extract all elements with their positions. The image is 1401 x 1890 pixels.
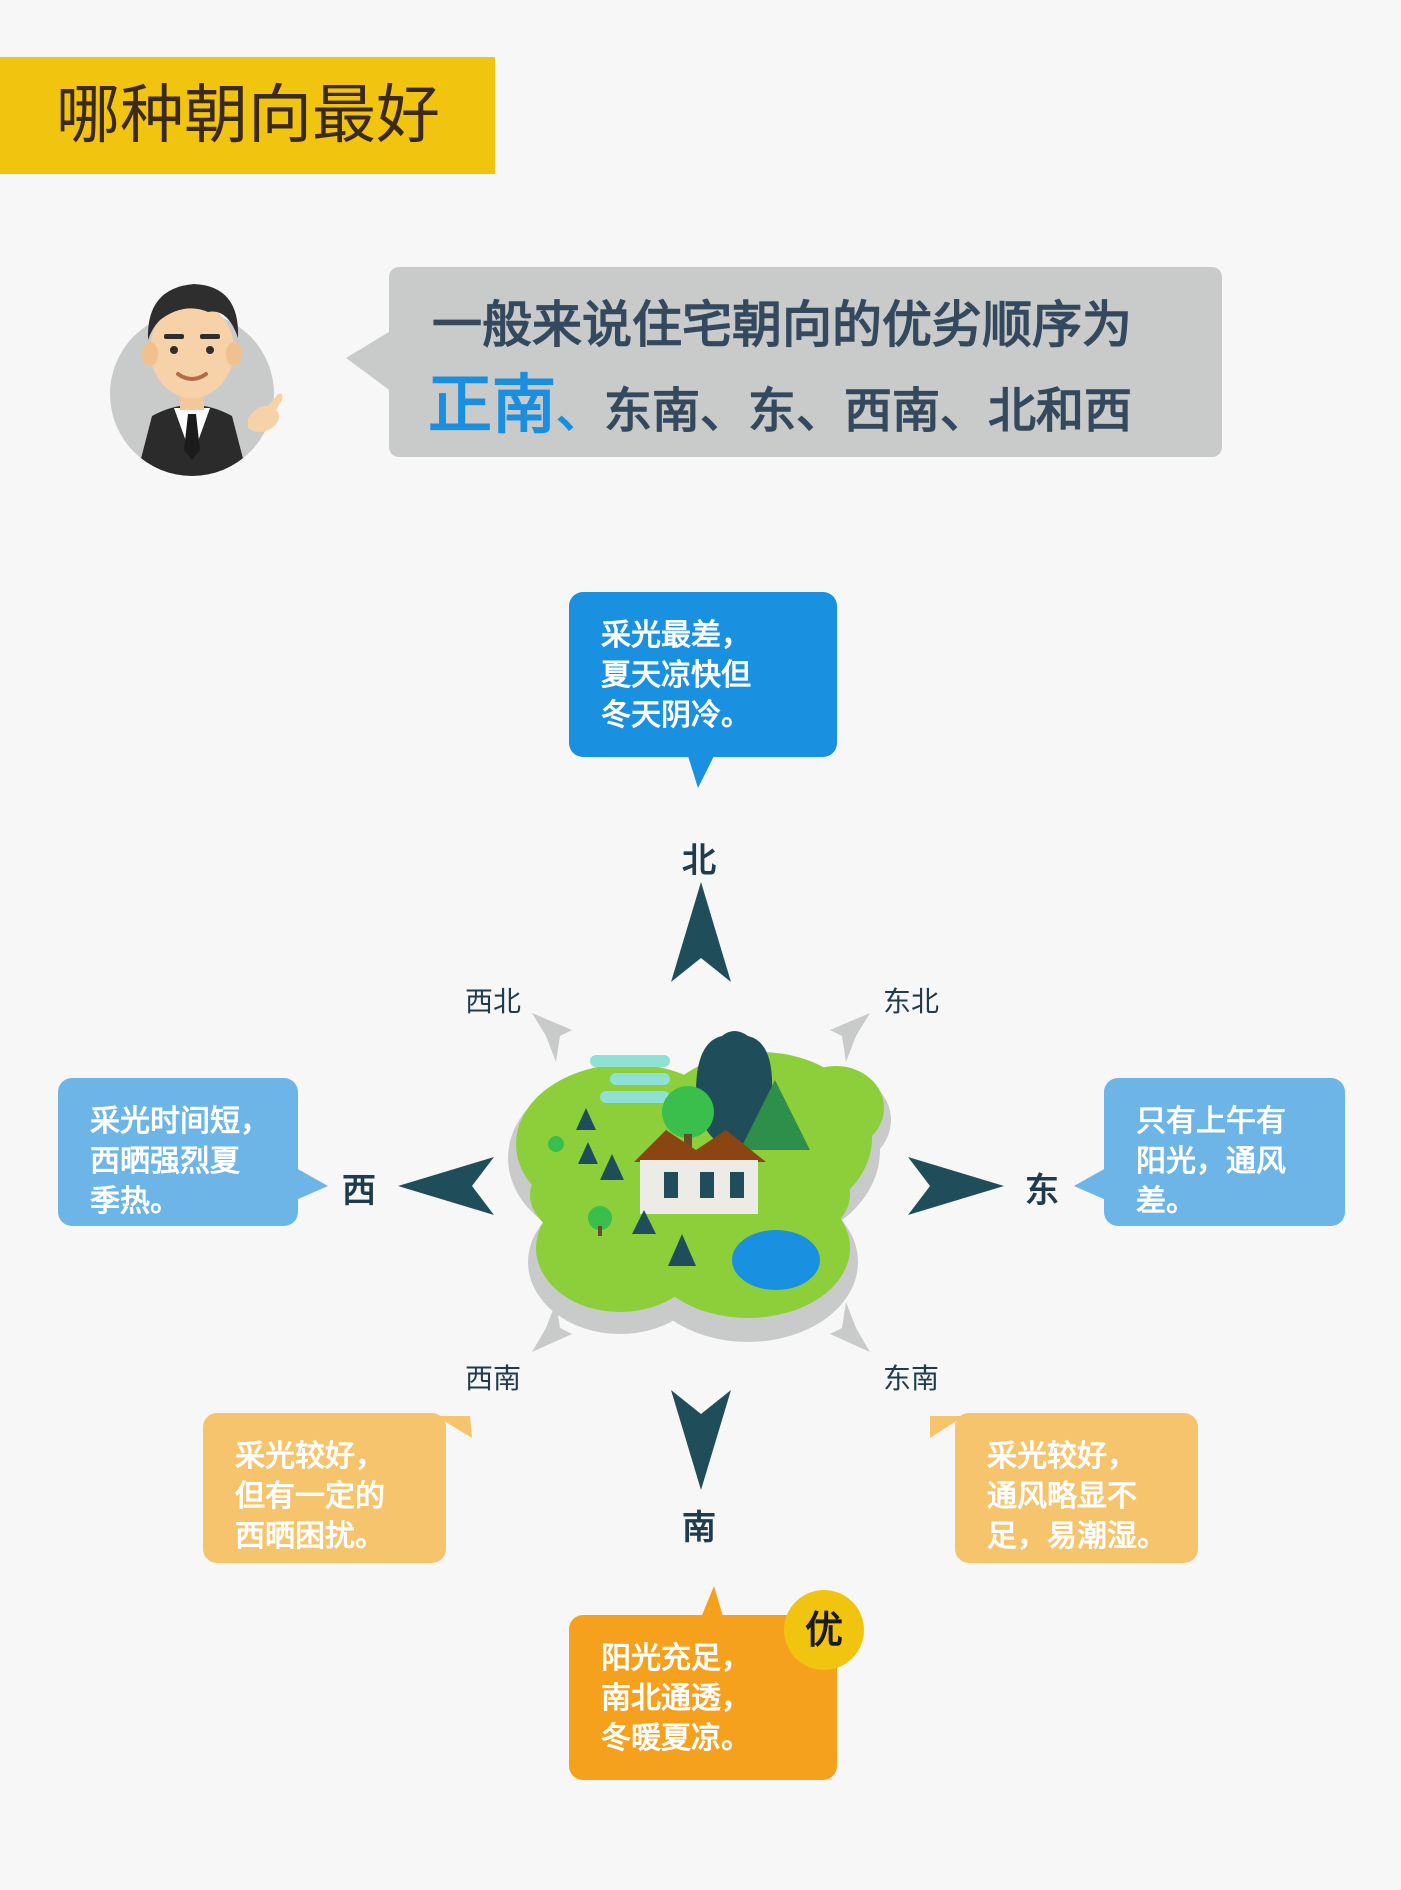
- direction-south-label: 南: [682, 1508, 716, 1548]
- southwest-bubble: 采光较好， 但有一定的 西晒困扰。: [203, 1413, 446, 1563]
- east-arrow-icon: [908, 1157, 1004, 1215]
- south-bubble-line: 阳光充足，: [601, 1641, 751, 1676]
- north-bubble: 采光最差， 夏天凉快但 冬天阴冷。: [569, 592, 837, 757]
- southeast-bubble: 采光较好， 通风略显不 足，易潮湿。: [955, 1413, 1198, 1563]
- intro-separator: 、: [556, 383, 605, 439]
- west-arrow-icon: [398, 1157, 494, 1215]
- businessman-icon: [110, 284, 283, 476]
- east-bubble-tail: [1074, 1168, 1106, 1200]
- east-bubble-line: 阳光，通风: [1136, 1144, 1286, 1179]
- intro-best-direction: 正南: [428, 369, 556, 443]
- house-island-icon: [508, 1031, 891, 1342]
- southwest-bubble-line: 西晒困扰。: [235, 1519, 385, 1554]
- west-bubble: 采光时间短， 西晒强烈夏 季热。: [58, 1078, 298, 1226]
- intro-rest-order: 东南、东、西南、北和西: [604, 383, 1133, 439]
- title-bar: [0, 57, 495, 174]
- west-bubble-line: 西晒强烈夏: [90, 1144, 240, 1179]
- south-arrow-icon: [671, 1390, 731, 1490]
- west-bubble-tail: [296, 1168, 328, 1200]
- east-bubble-line: 差。: [1136, 1184, 1196, 1219]
- north-arrow-icon: [671, 882, 731, 982]
- southeast-bubble-line: 足，易潮湿。: [987, 1519, 1167, 1554]
- north-bubble-line: 冬天阴冷。: [601, 698, 751, 733]
- direction-east-label: 东: [1025, 1171, 1059, 1211]
- direction-northwest-label: 西北: [465, 985, 522, 1018]
- intro-bubble: [389, 267, 1222, 457]
- east-bubble-line: 只有上午有: [1136, 1104, 1286, 1139]
- southwest-bubble-line: 但有一定的: [235, 1479, 385, 1514]
- southeast-bubble-line: 通风略显不: [987, 1479, 1137, 1514]
- east-bubble: 只有上午有 阳光，通风 差。: [1104, 1078, 1345, 1226]
- south-bubble-tail: [700, 1586, 724, 1620]
- southeast-bubble-line: 采光较好，: [987, 1439, 1137, 1474]
- south-bubble: 阳光充足， 南北通透， 冬暖夏凉。: [569, 1615, 837, 1780]
- best-badge: 优: [784, 1590, 864, 1670]
- west-bubble-line: 采光时间短，: [90, 1104, 270, 1139]
- intro-bubble-tail: [346, 330, 392, 392]
- southeast-arrow-icon: [830, 1302, 870, 1352]
- direction-north-label: 北: [682, 841, 716, 881]
- west-bubble-line: 季热。: [90, 1184, 180, 1219]
- northeast-arrow-icon: [830, 1013, 870, 1062]
- north-bubble-tail: [688, 756, 714, 788]
- direction-west-label: 西: [342, 1171, 376, 1211]
- direction-northeast-label: 东北: [883, 985, 940, 1018]
- direction-southwest-label: 西南: [465, 1362, 522, 1395]
- south-bubble-line: 南北通透，: [601, 1681, 751, 1716]
- north-bubble-line: 夏天凉快但: [601, 658, 751, 693]
- intro-line-2: 正南、东南、东、西南、北和西: [428, 370, 1132, 458]
- north-bubble-line: 采光最差，: [601, 618, 751, 653]
- southwest-bubble-line: 采光较好，: [235, 1439, 385, 1474]
- northwest-arrow-icon: [532, 1013, 572, 1062]
- southwest-arrow-icon: [532, 1302, 572, 1352]
- page-title: 哪种朝向最好: [56, 79, 440, 153]
- south-bubble-line: 冬暖夏凉。: [601, 1721, 751, 1756]
- intro-line-1: 一般来说住宅朝向的优劣顺序为: [432, 296, 1132, 354]
- direction-southeast-label: 东南: [883, 1362, 940, 1395]
